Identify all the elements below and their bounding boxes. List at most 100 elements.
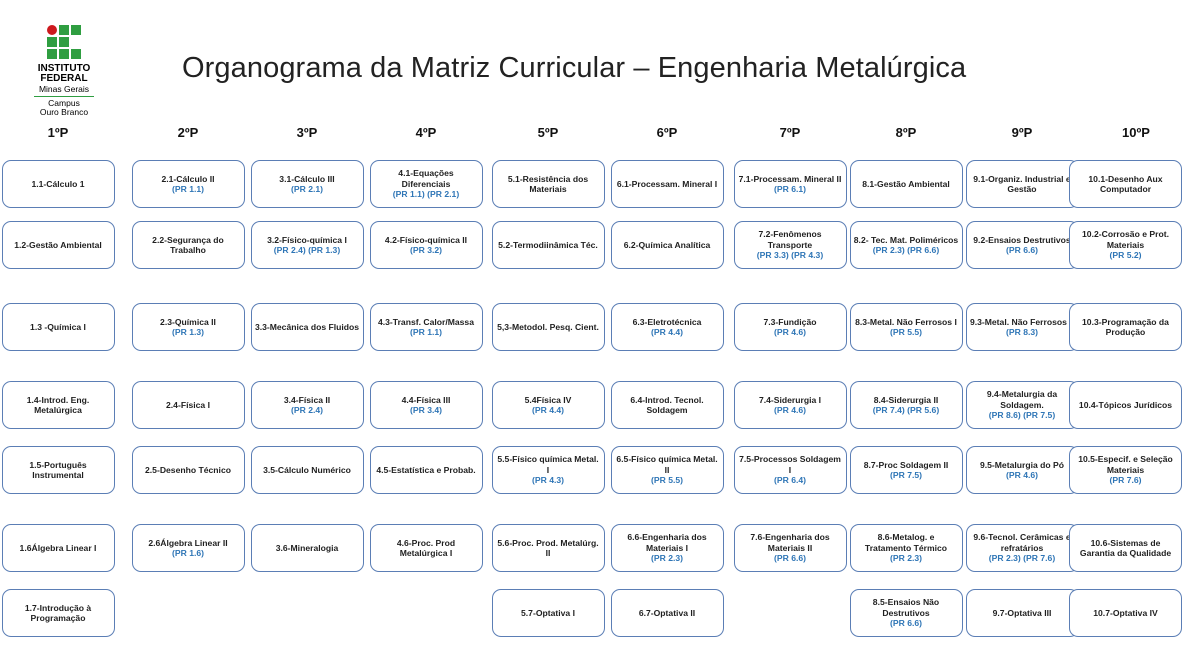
course-box: 8.6-Metalog. e Tratamento Térmico(PR 2.3…	[849, 524, 963, 572]
course-name: 7.4-Siderurgia I	[758, 394, 822, 405]
course-name: 8.6-Metalog. e Tratamento Térmico	[864, 532, 948, 553]
course-name: 5.1-Resistência dos Materiais	[507, 173, 589, 195]
course-name: 9.4-Metalurgia da Soldagem.	[986, 389, 1058, 410]
course-prerequisite: (PR 4.3)	[532, 475, 564, 486]
course-name: 5,3-Metodol. Pesq. Cient.	[497, 321, 599, 332]
course-name: 8.1-Gestão Ambiental	[862, 178, 950, 189]
course-prerequisite: (PR 7.4) (PR 5.6)	[872, 405, 940, 415]
course-box: 3.1-Cálculo III(PR 2.1)	[250, 160, 364, 208]
course-box: 2.4-Física I	[131, 381, 245, 429]
course-name: 5.6-Proc. Prod. Metalúrg. II	[497, 537, 599, 559]
course-name: 1.3 -Química I	[30, 321, 86, 332]
course-prerequisite: (PR 3.3) (PR 4.3)	[756, 250, 824, 261]
period-header: 3ºP	[296, 125, 318, 140]
course-box: 3.5-Cálculo Numérico	[250, 446, 364, 494]
course-box: 10.6-Sistemas de Garantia da Qualidade	[1069, 524, 1182, 572]
course-box: 9.6-Tecnol. Cerâmicas e refratários(PR 2…	[965, 524, 1079, 572]
course-box: 3.6-Mineralogia	[250, 524, 364, 572]
course-prerequisite: (PR 8.3)	[1006, 327, 1038, 337]
institution-logo: INSTITUTO FEDERAL Minas Gerais Campus Ou…	[30, 25, 98, 117]
course-name: 4.6-Proc. Prod Metalúrgica I	[396, 537, 456, 559]
course-prerequisite: (PR 4.6)	[774, 327, 806, 337]
logo-text-line4: Campus	[48, 98, 80, 108]
course-name: 9.6-Tecnol. Cerâmicas e refratários	[973, 532, 1071, 553]
course-box: 4.5-Estatística e Probab.	[369, 446, 483, 494]
logo-text-line2: FEDERAL	[40, 73, 88, 84]
course-name: 1.7-Introdução à Programação	[24, 602, 92, 624]
course-name: 10.1-Desenho Aux Computador	[1088, 173, 1163, 195]
course-name: 3.5-Cálculo Numérico	[263, 464, 351, 475]
course-name: 4.4-Física III	[401, 394, 451, 405]
course-prerequisite: (PR 2.3)	[651, 553, 683, 564]
logo-text-line3: Minas Gerais	[38, 84, 90, 94]
course-name: 9.1-Organiz. Industrial e Gestão	[973, 173, 1071, 195]
course-box: 5.1-Resistência dos Materiais	[491, 160, 605, 208]
course-box: 6.5-Físico química Metal. II(PR 5.5)	[610, 446, 724, 494]
course-prerequisite: (PR 7.5)	[890, 470, 922, 480]
course-box: 2.2-Segurança do Trabalho	[131, 221, 245, 269]
course-prerequisite: (PR 6.6)	[890, 618, 922, 629]
course-name: 10.6-Sistemas de Garantia da Qualidade	[1079, 537, 1172, 559]
course-prerequisite: (PR 2.3) (PR 7.6)	[988, 553, 1056, 564]
logo-divider	[34, 96, 94, 97]
course-prerequisite: (PR 4.4)	[651, 327, 683, 337]
course-prerequisite: (PR 4.4)	[532, 405, 564, 415]
course-name: 2.2-Segurança do Trabalho	[152, 234, 224, 256]
course-box: 9.2-Ensaios Destrutivos(PR 6.6)	[965, 221, 1079, 269]
course-name: 1.5-Português Instrumental	[29, 459, 87, 481]
course-box: 10.4-Tópicos Jurídicos	[1069, 381, 1182, 429]
course-box: 9.7-Optativa III	[965, 589, 1079, 637]
course-prerequisite: (PR 3.4)	[410, 405, 442, 415]
course-name: 5.7-Optativa I	[521, 607, 575, 618]
logo-text-line1: INSTITUTO	[37, 63, 91, 74]
course-box: 6.4-Introd. Tecnol. Soldagem	[610, 381, 724, 429]
course-name: 9.3-Metal. Não Ferrosos II	[969, 316, 1075, 327]
course-name: 10.3-Programação da Produção	[1082, 316, 1169, 338]
course-name: 10.2-Corrosão e Prot. Materiais	[1082, 229, 1169, 250]
course-name: 8.7-Proc Soldagem II	[863, 459, 949, 470]
course-name: 2.1-Cálculo II	[161, 173, 215, 184]
course-box: 6.3-Eletrotécnica(PR 4.4)	[610, 303, 724, 351]
course-prerequisite: (PR 2.3) (PR 6.6)	[872, 245, 940, 255]
course-prerequisite: (PR 6.6)	[774, 553, 806, 564]
period-header: 5ºP	[537, 125, 559, 140]
course-name: 3.4-Física II	[283, 394, 331, 405]
course-box: 2.3-Química II(PR 1.3)	[131, 303, 245, 351]
course-box: 1.2-Gestão Ambiental	[1, 221, 115, 269]
course-box: 5.7-Optativa I	[491, 589, 605, 637]
course-name: 8.5-Ensaios Não Destrutivos	[872, 597, 940, 618]
course-name: 10.7-Optativa IV	[1093, 607, 1158, 618]
course-box: 9.3-Metal. Não Ferrosos II(PR 8.3)	[965, 303, 1079, 351]
course-name: 6.5-Físico química Metal. II	[616, 454, 718, 475]
period-header: 9ºP	[1011, 125, 1033, 140]
course-box: 4.2-Físico-química II(PR 3.2)	[369, 221, 483, 269]
course-box: 10.1-Desenho Aux Computador	[1069, 160, 1182, 208]
course-name: 9.2-Ensaios Destrutivos	[973, 234, 1071, 245]
period-header: 4ºP	[415, 125, 437, 140]
course-prerequisite: (PR 4.6)	[774, 405, 806, 415]
course-box: 5.5-Físico química Metal. I(PR 4.3)	[491, 446, 605, 494]
course-box: 10.7-Optativa IV	[1069, 589, 1182, 637]
course-name: 4.3-Transf. Calor/Massa	[377, 316, 474, 327]
course-name: 6.4-Introd. Tecnol. Soldagem	[630, 394, 704, 416]
course-box: 7.1-Processam. Mineral II(PR 6.1)	[733, 160, 847, 208]
course-name: 1.2-Gestão Ambiental	[14, 239, 102, 250]
course-name: 10.5-Especif. e Seleção Materiais	[1078, 454, 1173, 475]
course-box: 5.2-Termodiinâmica Téc.	[491, 221, 605, 269]
course-name: 8.3-Metal. Não Ferrosos I	[855, 316, 957, 327]
course-box: 9.4-Metalurgia da Soldagem.(PR 8.6) (PR …	[965, 381, 1079, 429]
course-name: 1.6Álgebra Linear I	[19, 542, 97, 553]
course-name: 6.3-Eletrotécnica	[632, 316, 702, 327]
course-box: 6.6-Engenharia dos Materiais I(PR 2.3)	[610, 524, 724, 572]
course-name: 8.2- Tec. Mat. Poliméricos	[853, 234, 959, 245]
course-box: 4.1-Equações Diferenciais(PR 1.1) (PR 2.…	[369, 160, 483, 208]
course-name: 2.3-Química II	[160, 316, 216, 327]
course-box: 3.2-Físico-química I(PR 2.4) (PR 1.3)	[250, 221, 364, 269]
course-box: 1.3 -Química I	[1, 303, 115, 351]
course-box: 8.7-Proc Soldagem II(PR 7.5)	[849, 446, 963, 494]
course-box: 8.5-Ensaios Não Destrutivos(PR 6.6)	[849, 589, 963, 637]
course-box: 7.6-Engenharia dos Materiais II(PR 6.6)	[733, 524, 847, 572]
course-box: 5.4Física IV(PR 4.4)	[491, 381, 605, 429]
course-name: 1.4-Introd. Eng. Metalúrgica	[26, 394, 90, 416]
course-prerequisite: (PR 2.4)	[291, 405, 323, 415]
